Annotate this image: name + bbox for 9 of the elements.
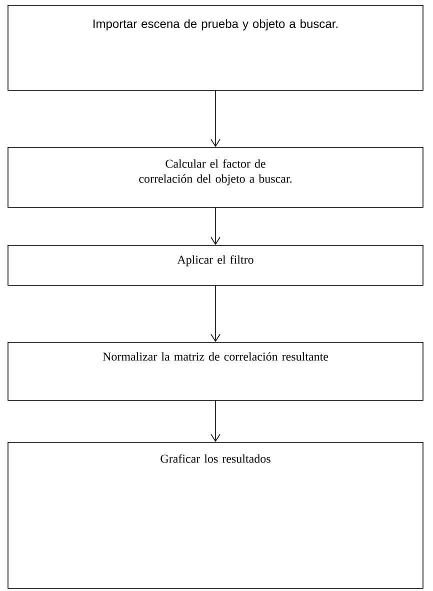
process-box: Importar escena de prueba y objeto a buscar.: [8, 5, 424, 91]
arrow: [210, 90, 220, 147]
arrow: [210, 400, 220, 442]
arrow: [210, 207, 220, 245]
process-box: Graficar los resultados: [8, 442, 424, 589]
process-box: Normalizar la matriz de correlación resultante: [8, 342, 424, 401]
process-box: Calcular el factor de correlación del objeto a buscar.: [8, 147, 424, 208]
arrow: [210, 285, 220, 342]
process-box: Aplicar el filtro: [8, 245, 424, 286]
